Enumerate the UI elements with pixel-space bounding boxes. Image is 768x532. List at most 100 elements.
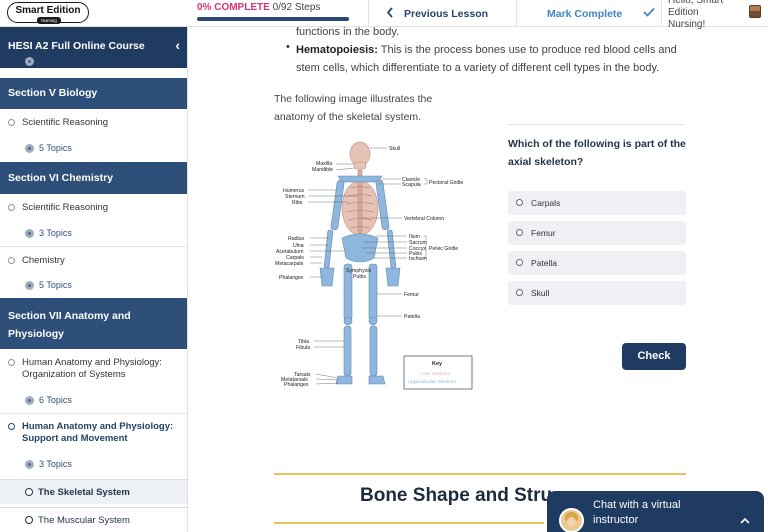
- lesson-content: functions in the body. • Hematopoiesis: …: [189, 26, 768, 532]
- label-fibula: Fibula: [296, 345, 310, 351]
- lesson-status-icon: [8, 257, 15, 264]
- lesson-item[interactable]: Scientific Reasoning: [0, 202, 187, 214]
- answer-label: Femur: [531, 228, 556, 238]
- label-maxilla: Maxilla: [316, 161, 332, 167]
- topics-toggle[interactable]: 6 Topics: [0, 395, 187, 406]
- lesson-status-icon: [8, 204, 15, 211]
- topics-icon: [25, 396, 34, 405]
- humerus-left-bone: [330, 179, 345, 231]
- quiz-question: Which of the following is part of the ax…: [508, 138, 686, 168]
- answer-option-patella[interactable]: Patella: [508, 251, 686, 275]
- chevron-left-icon: [386, 7, 394, 21]
- lesson-status-icon: [8, 359, 15, 366]
- topics-count: 3 Topics: [39, 228, 72, 238]
- section-header-biology[interactable]: Section V Biology: [0, 78, 187, 109]
- progress-steps: 0/92 Steps: [272, 2, 321, 13]
- lesson-label: Human Anatomy and Physiology: Support an…: [22, 421, 174, 444]
- label-vertebral-column: Vertebral Column: [404, 216, 444, 222]
- label-ribs: Ribs: [292, 200, 303, 206]
- key-title: Key: [432, 361, 443, 367]
- answer-option-carpals[interactable]: Carpals: [508, 191, 686, 215]
- divider: [368, 0, 369, 27]
- label-radius: Radius: [288, 236, 305, 242]
- label-acetabulum: Acetabulum: [276, 249, 303, 255]
- hand-right-bones: [385, 267, 401, 287]
- lesson-item[interactable]: Chemistry: [0, 255, 187, 267]
- lesson-item-active[interactable]: Human Anatomy and Physiology: Support an…: [0, 421, 182, 445]
- topics-toggle[interactable]: 3 Topics: [0, 228, 187, 239]
- body-text: functions in the body.: [296, 26, 400, 38]
- topic-item-current[interactable]: The Skeletal System: [0, 479, 187, 504]
- foot-left-bones: [335, 375, 353, 385]
- lesson-label: Chemistry: [22, 255, 65, 266]
- label-ulna: Ulna: [293, 243, 304, 249]
- mandible-bone: [353, 161, 367, 170]
- topics-count: 5 Topics: [39, 143, 72, 153]
- image-intro: The following image illustrates the anat…: [274, 90, 464, 126]
- radio-icon[interactable]: [516, 229, 523, 236]
- previous-lesson-label: Previous Lesson: [404, 8, 489, 20]
- divider: [508, 124, 685, 125]
- radio-icon[interactable]: [516, 199, 523, 206]
- appendicular-bones: [319, 175, 401, 385]
- divider: [274, 522, 544, 524]
- label-pectoral-girdle: Pectoral Girdle: [429, 180, 463, 186]
- lesson-status-icon: [8, 423, 15, 430]
- section-header-anatomy[interactable]: Section VII Anatomy and Physiology: [0, 298, 187, 349]
- answer-option-skull[interactable]: Skull: [508, 281, 686, 305]
- leader-lines: [308, 147, 428, 385]
- answer-option-femur[interactable]: Femur: [508, 221, 686, 245]
- axial-bones: [341, 141, 379, 259]
- user-avatar[interactable]: [749, 5, 761, 18]
- topics-icon: [25, 144, 34, 153]
- lesson-item[interactable]: Scientific Reasoning: [0, 117, 187, 129]
- lesson-item[interactable]: Human Anatomy and Physiology: Organizati…: [0, 357, 180, 381]
- body-text: Hematopoiesis: This is the process bones…: [296, 41, 677, 59]
- intro-line: The following image illustrates the: [274, 93, 433, 105]
- mark-complete-button[interactable]: Mark Complete: [547, 8, 623, 20]
- label-phalanges-foot: Phalanges: [284, 382, 309, 388]
- divider: [0, 246, 187, 247]
- topics-toggle[interactable]: 5 Topics: [0, 280, 187, 291]
- topics-icon: [25, 229, 34, 238]
- divider: [0, 413, 187, 414]
- radio-icon[interactable]: [516, 289, 523, 296]
- intro-line: anatomy of the skeletal system.: [274, 111, 422, 123]
- course-title-label: HESI A2 Full Online Course: [8, 40, 145, 52]
- previous-lesson-button[interactable]: Previous Lesson: [386, 7, 488, 21]
- label-humerus: Humerus: [283, 188, 304, 194]
- progress-percent: 0% COMPLETE: [197, 2, 270, 13]
- topic-status-icon: [25, 516, 33, 524]
- divider: [516, 0, 517, 27]
- label-pubis: Pubis: [409, 251, 422, 257]
- label-symphysis-pubis: Pubis: [353, 274, 366, 280]
- answer-label: Patella: [531, 258, 557, 268]
- checkmark-icon[interactable]: [643, 5, 655, 20]
- skeletal-system-diagram: Skull Maxilla Mandible Clavicle Scapula …: [275, 141, 473, 390]
- label-metatarsals: Metatarsals: [281, 377, 308, 383]
- label-skull: Skull: [389, 146, 400, 152]
- section-header-chemistry[interactable]: Section VI Chemistry: [0, 162, 187, 194]
- topics-toggle[interactable]: 5 Topics: [0, 143, 187, 154]
- answer-label: Skull: [531, 288, 550, 298]
- topics-count: 3 Topics: [39, 459, 72, 469]
- topics-toggle[interactable]: 3 Topics: [0, 459, 187, 470]
- label-phalanges-hand: Phalanges: [279, 275, 304, 281]
- label-coccyx: Coccyx: [409, 246, 426, 252]
- label-metacarpals: Metacarpals: [275, 261, 304, 267]
- virtual-instructor-chat[interactable]: Chat with a virtual instructor: [547, 491, 764, 532]
- topic-label: The Skeletal System: [38, 487, 130, 498]
- check-answer-button[interactable]: Check: [622, 343, 686, 370]
- label-ilium: Ilium: [409, 234, 420, 240]
- radio-icon[interactable]: [516, 259, 523, 266]
- topic-item[interactable]: The Muscular System: [0, 507, 187, 532]
- chevron-left-icon[interactable]: ‹: [175, 37, 180, 53]
- term-definition: This is the process bones use to produce…: [377, 44, 677, 56]
- smart-edition-logo[interactable]: Smart Edition Nursing: [7, 2, 89, 24]
- logo-title: Smart Edition: [15, 5, 81, 16]
- term-label: Hematopoiesis:: [296, 44, 378, 56]
- label-ischium: Ischium: [409, 256, 427, 262]
- chevron-up-icon[interactable]: [740, 513, 750, 527]
- user-greeting[interactable]: Hello, Smart Edition Nursing!: [668, 0, 724, 30]
- humerus-right-bone: [375, 179, 390, 231]
